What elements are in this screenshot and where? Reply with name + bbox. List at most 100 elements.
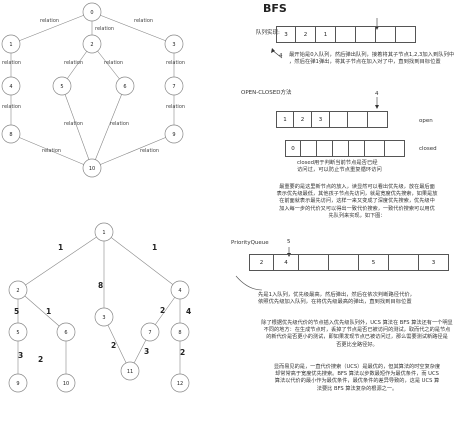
tree2-edge-weight: 3 (144, 347, 149, 356)
svg-text:1: 1 (9, 42, 12, 48)
paragraph-line: 先队列来实现，如下图： (328, 212, 386, 219)
paragraph-line: 加入每一步的代价又可以得出一致代价搜索，一致代价搜索可以用优 (279, 205, 435, 212)
tree1-node: 3 (164, 34, 184, 54)
queue-cell: 0 (285, 140, 301, 157)
tree1-edge-label: relation (110, 121, 129, 127)
tree1-edge (91, 85, 126, 169)
svg-text:11: 11 (127, 369, 133, 375)
tree2-node: 3 (94, 307, 114, 327)
tree2-edge-weight: 3 (18, 351, 23, 360)
queue-cell (349, 140, 365, 157)
tree1-edge-label: relation (140, 148, 159, 154)
tree2-node: 5 (8, 322, 28, 342)
paragraph-2: 除了根据优先级代价的节点插入优先级队列外，UCS 算法在 BFS 算法还有一个明… (244, 320, 470, 349)
tree1-node: 1 (1, 34, 21, 54)
paragraph-line: 否更比全路径好。 (336, 341, 378, 348)
queue-desc: 最开始是0入队列，然后弹出队列，接着将其子节点1,2,3加入到队列中 ，然后在弹… (289, 52, 469, 66)
tree2-edge-weight: 2 (111, 341, 116, 350)
oc-note: closed用于判断当前节点是否已经 访问过，可以防止节点重复循环访问 (297, 160, 417, 174)
paragraph-line: 表示优先级最低，其他孩子节点先访问，就是宽度优先搜索，如果是放 (276, 191, 438, 198)
tree2-edge-weight: 5 (14, 307, 19, 316)
queue-label: 队列实现: (256, 30, 280, 36)
paragraph-line: 最重要的是这里新节点的放入，读显然可以看出优先级，放在最后面 (279, 184, 435, 190)
paragraph-line: 的新代价是否更小的测试，即如果发现节点已被访问过，那么需要测试新路径是 (266, 334, 448, 341)
tree2-edge-weight: 2 (160, 306, 165, 315)
tree1-edge (61, 85, 93, 169)
queue-cell (368, 111, 388, 128)
svg-text:6: 6 (123, 84, 126, 90)
queue-cell: 5 (359, 254, 389, 271)
queue-cell: 1 (276, 111, 294, 128)
closed-label: closed (419, 146, 437, 152)
tree2-node: 1 (94, 222, 114, 242)
tree1-edge-label: relation (2, 60, 21, 66)
queue-cell: 4 (274, 254, 299, 271)
tree1-edge-label: relation (166, 60, 185, 66)
queue-cell (376, 26, 396, 43)
oc-note-line: closed用于判断当前节点是否已经 (297, 160, 378, 166)
queue-cell (330, 111, 348, 128)
tree2-edge-weight: 1 (58, 243, 63, 252)
pq-desc-line: 依照优先级加入队列，在将优先级最高的弹出，直到找到目标位置 (258, 299, 412, 305)
tree2-edge-weight: 1 (46, 307, 51, 316)
svg-text:10: 10 (63, 381, 69, 387)
queue-cell (333, 140, 349, 157)
tree1-edge-label: relation (64, 60, 83, 66)
tree1-node: 2 (82, 34, 102, 54)
queue-cell: 1 (316, 26, 336, 43)
tree1-node: 0 (82, 2, 102, 22)
paragraph-1: 最重要的是这里新节点的放入，读显然可以看出优先级，放在最后面 表示优先级最低，其… (253, 184, 461, 220)
tree2-node: 6 (56, 322, 76, 342)
tree1-edge-label: relation (104, 60, 123, 66)
queue-cell (356, 26, 376, 43)
queue-cell: 2 (294, 111, 312, 128)
tree1-edge-label: relation (2, 104, 21, 110)
queue-cell: 3 (312, 111, 330, 128)
svg-text:9: 9 (172, 132, 175, 138)
tree1-node: 9 (164, 124, 184, 144)
pq-link-curve (235, 275, 263, 291)
queue-cell (396, 26, 416, 43)
queue-cell (317, 140, 333, 157)
pq-label: PriorityQueue (231, 240, 269, 246)
queue-cell (348, 111, 368, 128)
tree2-edge-weight: 2 (38, 355, 43, 364)
tree2-node: 8 (170, 322, 190, 342)
tree1-node: 6 (115, 76, 135, 96)
paragraph-line: 法要比 BFS 算法复杂的根源之一。 (316, 385, 398, 392)
queue-cell (336, 26, 356, 43)
tree2-edge (103, 231, 181, 291)
svg-text:10: 10 (89, 166, 95, 172)
tree1-edge-label: relation (42, 148, 61, 154)
oc-label: OPEN-CLOSED方法 (241, 90, 292, 96)
tree2-node: 7 (140, 322, 160, 342)
queue-cell (389, 254, 419, 271)
svg-text:2: 2 (16, 288, 19, 294)
paragraph-line: 除了根据优先级代价的节点插入优先级队列外，UCS 算法在 BFS 算法还有一个明… (261, 320, 453, 326)
tree1-edge-label: relation (40, 18, 59, 24)
tree2-edge-weight: 8 (98, 281, 103, 290)
paragraph-line: 算法以代价的最小作为最优条件，最优条件的差异导致的，这是 UCS 算 (274, 378, 440, 385)
queue-cell: 3 (276, 26, 296, 43)
svg-text:1: 1 (102, 230, 105, 236)
tree2-edge-weight: 1 (152, 243, 157, 252)
svg-text:4: 4 (9, 84, 12, 90)
svg-text:12: 12 (177, 381, 183, 387)
queue-in-marker: 4 (279, 53, 283, 59)
paragraph-3: 显而易见的是，一直代价搜索（UCS）是最优的，但其算法的时空复杂度 却常常高于宽… (244, 364, 470, 393)
tree2-node: 12 (170, 373, 190, 393)
tree2-node: 10 (56, 373, 76, 393)
queue-cell: 2 (249, 254, 274, 271)
queue-desc-line: ，然后在弹1弹出，将其子节点在加入对了中，直到找到目标位置 (289, 59, 441, 65)
pq-desc-line: 先是1入队列，优先级最高，然后弹出，然后在依次判断路径代价， (258, 292, 415, 298)
queue-cell (365, 140, 385, 157)
paragraph-line: 却常常高于宽度优先搜索。BFS 算法以步数最短作为最优条件，而 UCS (275, 371, 439, 378)
queue-cell (299, 254, 329, 271)
svg-text:8: 8 (9, 132, 12, 138)
tree1-edge (10, 133, 93, 169)
queue-cell (385, 140, 405, 157)
paragraph-line: 在前面就表示最先访问，这样一来又变成了深度优先搜索，优先级中 (279, 198, 435, 205)
